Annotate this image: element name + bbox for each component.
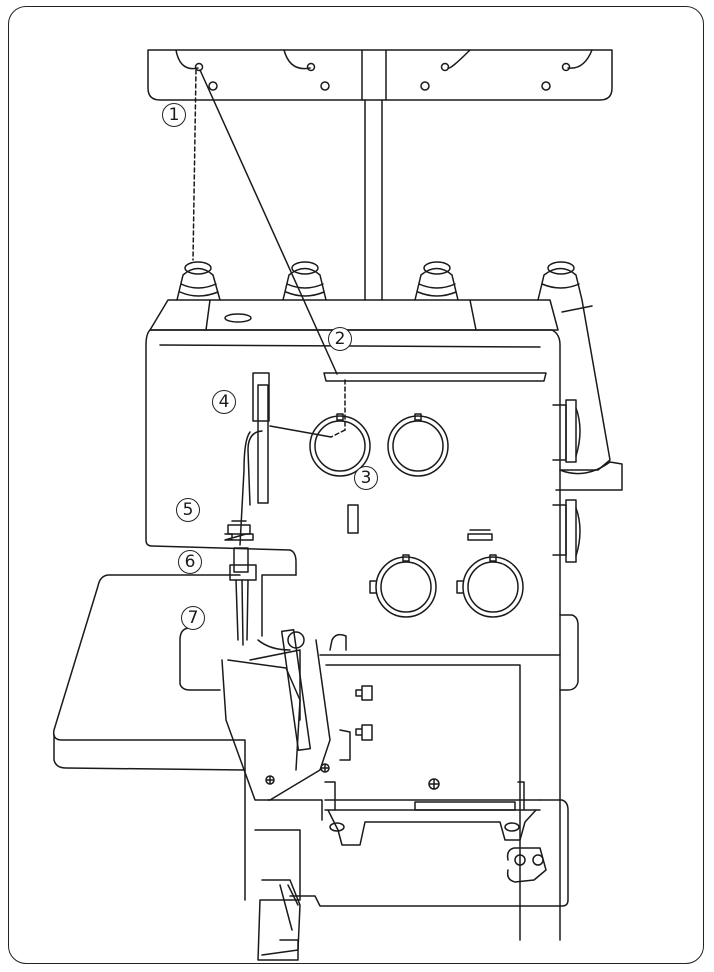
callout-2-upper-thread-guide: 2 bbox=[328, 327, 352, 351]
presser-foot-looper bbox=[221, 628, 561, 941]
tension-dials bbox=[309, 413, 524, 618]
looper-cover bbox=[254, 781, 569, 961]
callout-5-needle-bar-guide: 5 bbox=[176, 498, 200, 522]
cone-4 bbox=[537, 261, 623, 491]
thread-guide-bar bbox=[147, 49, 613, 101]
thread-stand-mast bbox=[364, 99, 383, 301]
callout-4-take-up-lever: 4 bbox=[212, 390, 236, 414]
thread-cones bbox=[176, 261, 623, 491]
diagram-frame bbox=[8, 6, 704, 964]
cone-2 bbox=[282, 261, 327, 301]
machine-body bbox=[145, 299, 561, 941]
callout-1-thread-guide: 1 bbox=[162, 103, 186, 127]
thread-path bbox=[192, 69, 346, 546]
cone-3 bbox=[414, 261, 459, 301]
needle-assembly bbox=[224, 520, 297, 646]
machine-bed bbox=[52, 574, 246, 901]
callout-3-tension-dial: 3 bbox=[354, 466, 378, 490]
callout-7-needle-eye: 7 bbox=[181, 606, 205, 630]
callout-6-needle-clamp-guide: 6 bbox=[178, 550, 202, 574]
side-knobs bbox=[552, 399, 581, 691]
cone-1 bbox=[176, 261, 221, 301]
